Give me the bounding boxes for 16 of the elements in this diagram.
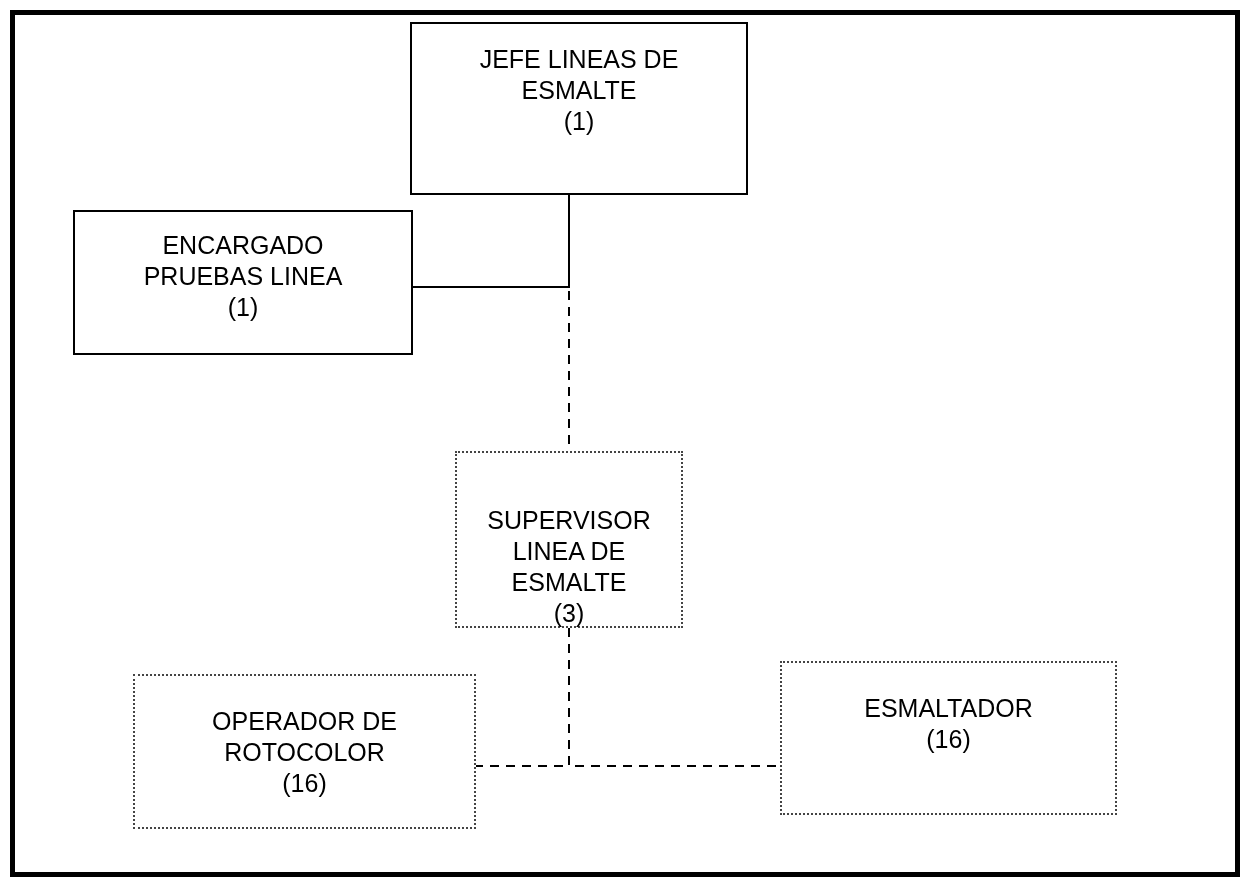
role-title: ENCARGADO PRUEBAS LINEA <box>142 230 344 292</box>
org-box <box>780 661 1117 815</box>
role-title: JEFE LINEAS DE ESMALTE <box>478 44 680 106</box>
org-box <box>410 22 748 195</box>
connector-line <box>412 194 570 288</box>
headcount-text: (1) <box>227 292 259 323</box>
headcount-text: (16) <box>282 768 327 799</box>
role-title: ESMALTADOR <box>864 693 1033 724</box>
org-box <box>73 210 413 355</box>
org-box <box>455 451 683 628</box>
org-box <box>133 674 476 829</box>
headcount-text: (3) <box>553 598 585 629</box>
role-title: OPERADOR DE ROTOCOLOR <box>211 706 398 768</box>
role-title: SUPERVISOR LINEA DE ESMALTE <box>486 505 652 598</box>
headcount-text: (16) <box>926 724 971 755</box>
headcount-text: (1) <box>563 106 595 137</box>
